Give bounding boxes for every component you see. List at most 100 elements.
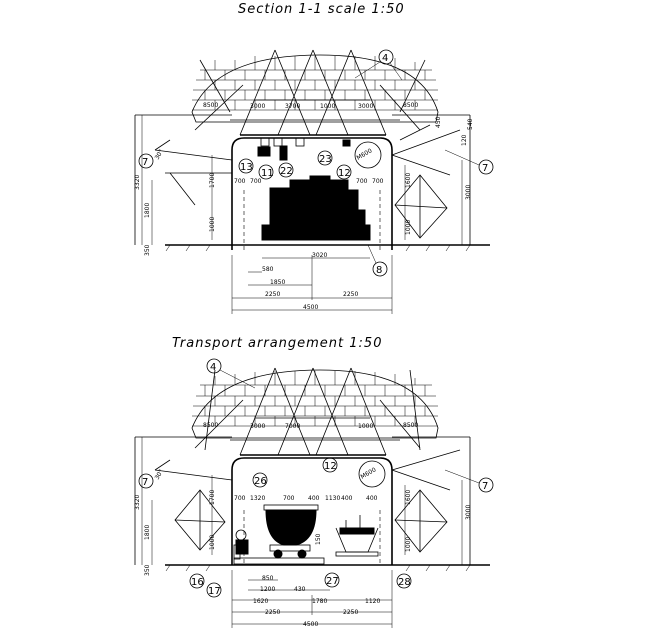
svg-text:8: 8 (376, 265, 382, 276)
callout-13: 13 (238, 158, 254, 174)
svg-text:3320: 3320 (134, 175, 141, 190)
svg-text:700: 700 (234, 495, 246, 502)
callout-12: 12 (322, 457, 338, 473)
callout-8: 8 (367, 244, 388, 277)
callout-11: 11 (258, 164, 274, 180)
svg-text:1700: 1700 (209, 173, 216, 188)
callout-16: 16 (189, 573, 205, 589)
svg-text:4: 4 (382, 53, 388, 64)
svg-text:M600: M600 (360, 466, 378, 480)
svg-text:7: 7 (482, 163, 488, 174)
callout-7-left: 7 (138, 473, 154, 489)
transport-callouts: 4 7 12 7 26 16 17 27 28 (138, 358, 494, 598)
transport-dim-text: 8500 3000 7000 1000 8500 700 1320 700 40… (134, 422, 472, 628)
callout-7-right: 7 (444, 469, 494, 493)
svg-text:30°: 30° (154, 148, 165, 161)
svg-text:3700: 3700 (285, 103, 300, 110)
svg-text:13: 13 (240, 162, 253, 173)
section-dim-text: 8500 3000 3700 1000 3000 8500 700 700 70… (134, 102, 474, 311)
callout-12: 12 (336, 164, 352, 180)
svg-text:700: 700 (372, 178, 384, 185)
svg-text:580: 580 (262, 266, 274, 273)
svg-text:M600: M600 (356, 147, 374, 161)
svg-text:700: 700 (250, 178, 262, 185)
svg-text:350: 350 (144, 244, 151, 256)
svg-text:1120: 1120 (365, 598, 380, 605)
svg-text:1200: 1200 (260, 586, 275, 593)
svg-text:1620: 1620 (253, 598, 268, 605)
svg-text:1800: 1800 (144, 525, 151, 540)
transport-brick-vault (191, 369, 439, 439)
transport-roof-truss (194, 367, 421, 456)
svg-text:2250: 2250 (265, 609, 280, 616)
svg-text:1000: 1000 (209, 535, 216, 550)
svg-text:1000: 1000 (320, 103, 335, 110)
section-view: Section 1-1 scale 1:50 (134, 2, 494, 314)
svg-text:400: 400 (341, 495, 353, 502)
svg-text:1850: 1850 (270, 279, 285, 286)
callout-17: 17 (206, 582, 222, 598)
svg-text:4: 4 (210, 362, 216, 373)
svg-text:2250: 2250 (265, 291, 280, 298)
svg-text:700: 700 (283, 495, 295, 502)
svg-text:1000: 1000 (358, 423, 373, 430)
svg-text:2250: 2250 (343, 609, 358, 616)
svg-text:16: 16 (191, 577, 204, 588)
svg-text:30°: 30° (154, 468, 165, 481)
svg-text:7: 7 (142, 157, 148, 168)
svg-text:1130: 1130 (325, 495, 340, 502)
section-equipment (257, 137, 351, 161)
callout-4: 4 (354, 49, 403, 81)
transport-mine-car (263, 504, 319, 559)
svg-text:4500: 4500 (303, 304, 318, 311)
svg-text:3020: 3020 (312, 252, 327, 259)
svg-text:22: 22 (280, 166, 293, 177)
svg-text:1800: 1800 (144, 203, 151, 218)
section-brick-vault (191, 54, 439, 123)
svg-text:120: 120 (461, 134, 468, 146)
svg-text:17: 17 (208, 586, 221, 597)
transport-view: Transport arrangement 1:50 (134, 336, 494, 628)
svg-text:1700: 1700 (209, 490, 216, 505)
callout-27: 27 (324, 572, 340, 588)
svg-text:7: 7 (142, 477, 148, 488)
callout-22: 22 (278, 162, 294, 178)
svg-text:150: 150 (315, 533, 322, 545)
callout-4: 4 (206, 358, 256, 389)
svg-text:700: 700 (234, 178, 246, 185)
callout-23: 23 (317, 150, 333, 166)
transport-title: Transport arrangement 1:50 (172, 336, 382, 351)
section-bolt-circle: M600 (354, 141, 382, 169)
transport-belt-conveyor (335, 515, 379, 557)
section-dim-lines (141, 115, 463, 314)
svg-text:7: 7 (482, 481, 488, 492)
svg-text:1000: 1000 (209, 217, 216, 232)
callout-7-right: 7 (444, 149, 494, 175)
transport-dim-lines (141, 437, 463, 628)
transport-bolt-circle: M600 (358, 460, 386, 488)
svg-text:8500: 8500 (403, 102, 418, 109)
svg-text:1600: 1600 (405, 173, 412, 188)
svg-text:3000: 3000 (465, 505, 472, 520)
svg-text:400: 400 (308, 495, 320, 502)
svg-text:12: 12 (338, 168, 351, 179)
callout-28: 28 (396, 573, 412, 589)
svg-text:23: 23 (319, 154, 332, 165)
svg-text:1780: 1780 (312, 598, 327, 605)
svg-text:7000: 7000 (285, 423, 300, 430)
section-load-mass (261, 175, 371, 241)
svg-text:3320: 3320 (134, 495, 141, 510)
svg-text:4500: 4500 (303, 621, 318, 628)
svg-text:3000: 3000 (250, 423, 265, 430)
section-title: Section 1-1 scale 1:50 (238, 2, 405, 17)
svg-text:27: 27 (326, 576, 339, 587)
svg-text:12: 12 (324, 461, 337, 472)
callout-26: 26 (252, 472, 268, 488)
section-side-brackets (154, 124, 461, 239)
svg-text:1600: 1600 (405, 490, 412, 505)
svg-text:450: 450 (435, 116, 442, 128)
section-callouts: 4 7 7 13 11 22 23 12 8 (138, 49, 494, 277)
svg-text:28: 28 (398, 577, 411, 588)
svg-text:1000: 1000 (405, 220, 412, 235)
